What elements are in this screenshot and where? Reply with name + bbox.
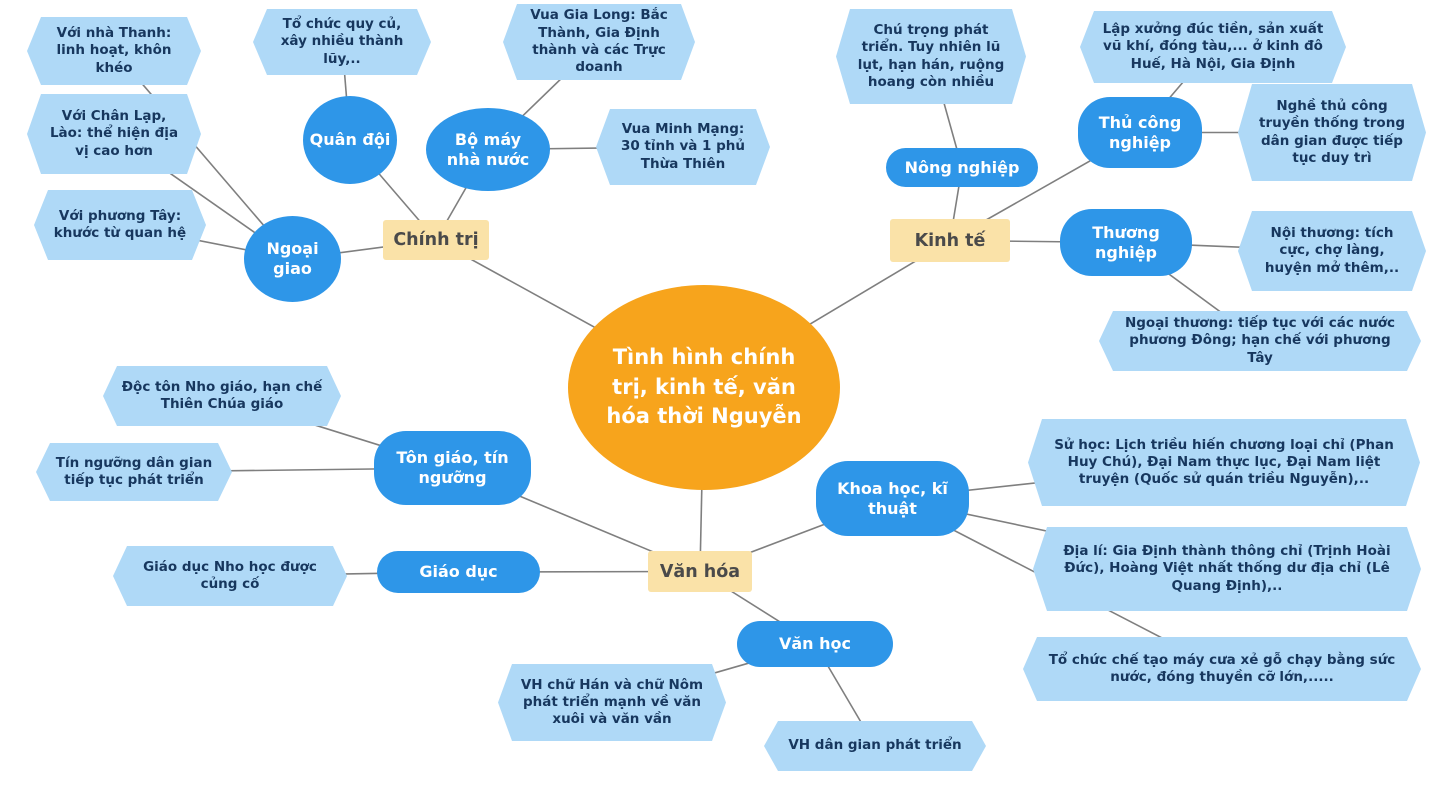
leaf-su-hoc: Sử học: Lịch triều hiến chương loại chỉ … bbox=[1028, 419, 1420, 506]
leaf-phuong-tay: Với phương Tây: khước từ quan hệ bbox=[34, 190, 206, 260]
leaf-doc-ton-nho-giao: Độc tôn Nho giáo, hạn chế Thiên Chúa giá… bbox=[103, 366, 341, 426]
subnode-giao-duc: Giáo dục bbox=[377, 551, 540, 593]
leaf-tin-nguong-dan-gian: Tín ngưỡng dân gian tiếp tục phát triển bbox=[36, 443, 232, 501]
leaf-vh-chu-han-chu-nom: VH chữ Hán và chữ Nôm phát triển mạnh về… bbox=[498, 664, 726, 741]
subnode-thu-cong-nghiep: Thủ công nghiệp bbox=[1078, 97, 1202, 168]
leaf-che-tao-may-cua: Tổ chức chế tạo máy cưa xẻ gỗ chạy bằng … bbox=[1023, 637, 1421, 701]
leaf-giao-duc-nho-hoc: Giáo dục Nho học được củng cố bbox=[113, 546, 347, 606]
leaf-gia-long: Vua Gia Long: Bắc Thành, Gia Định thành … bbox=[503, 4, 695, 80]
branch-chinh-tri: Chính trị bbox=[383, 220, 489, 260]
subnode-thuong-nghiep: Thương nghiệp bbox=[1060, 209, 1192, 276]
leaf-lap-xuong: Lập xưởng đúc tiền, sản xuất vũ khí, đón… bbox=[1080, 11, 1346, 83]
leaf-nha-thanh: Với nhà Thanh: linh hoạt, khôn khéo bbox=[27, 17, 201, 85]
center-topic: Tình hình chính trị, kinh tế, văn hóa th… bbox=[568, 285, 840, 490]
subnode-khoa-hoc-ki-thuat: Khoa học, kĩ thuật bbox=[816, 461, 969, 536]
branch-kinh-te: Kinh tế bbox=[890, 219, 1010, 262]
subnode-nong-nghiep: Nông nghiệp bbox=[886, 148, 1038, 187]
subnode-quan-doi: Quân đội bbox=[303, 96, 397, 184]
leaf-chan-lap: Với Chân Lạp, Lào: thể hiện địa vị cao h… bbox=[27, 94, 201, 174]
leaf-ngoai-thuong: Ngoại thương: tiếp tục với các nước phươ… bbox=[1099, 311, 1421, 371]
leaf-chu-trong-phat-trien: Chú trọng phát triển. Tuy nhiên lũ lụt, … bbox=[836, 9, 1026, 104]
subnode-ngoai-giao: Ngoại giao bbox=[244, 216, 341, 302]
leaf-to-chuc-quy-cu: Tổ chức quy củ, xây nhiều thành lũy,.. bbox=[253, 9, 431, 75]
branch-van-hoa: Văn hóa bbox=[648, 551, 752, 592]
leaf-minh-mang: Vua Minh Mạng: 30 tỉnh và 1 phủ Thừa Thi… bbox=[596, 109, 770, 185]
leaf-noi-thuong: Nội thương: tích cực, chợ làng, huyện mở… bbox=[1238, 211, 1426, 291]
leaf-nghe-thu-cong: Nghề thủ công truyền thống trong dân gia… bbox=[1238, 84, 1426, 181]
subnode-bo-may-nha-nuoc: Bộ máy nhà nước bbox=[426, 108, 550, 191]
leaf-dia-li: Địa lí: Gia Định thành thông chỉ (Trịnh … bbox=[1033, 527, 1421, 611]
subnode-van-hoc: Văn học bbox=[737, 621, 893, 667]
leaf-vh-dan-gian: VH dân gian phát triển bbox=[764, 721, 986, 771]
subnode-ton-giao-tin-nguong: Tôn giáo, tín ngưỡng bbox=[374, 431, 531, 505]
